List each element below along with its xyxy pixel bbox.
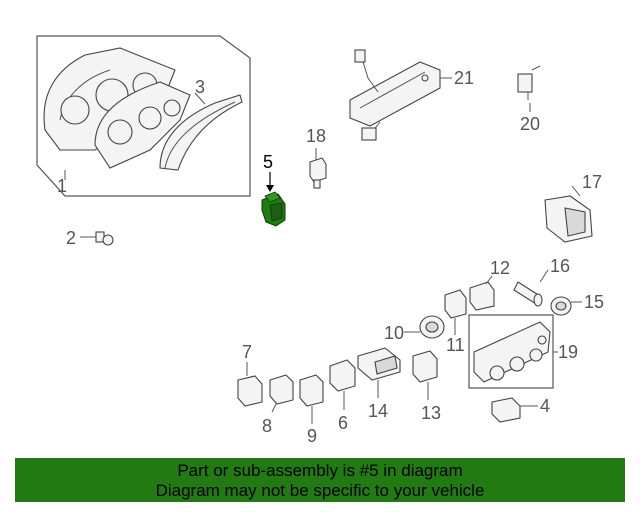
part-20-connector[interactable] [517, 65, 541, 112]
part-8-switch[interactable] [269, 374, 294, 413]
callout-21: 21 [454, 68, 474, 88]
callout-20: 20 [520, 114, 540, 134]
part-11-switch[interactable] [444, 289, 467, 335]
part-4-switch[interactable] [491, 397, 538, 423]
callout-19: 19 [558, 342, 578, 362]
callout-15: 15 [584, 292, 604, 312]
banner-line-1: Part or sub-assembly is #5 in diagram [177, 461, 463, 480]
callout-3: 3 [195, 77, 205, 97]
callout-12: 12 [490, 258, 510, 278]
callout-10: 10 [384, 323, 404, 343]
banner-line-2: Diagram may not be specific to your vehi… [155, 481, 485, 500]
part-15-knob[interactable] [550, 296, 582, 316]
callout-7: 7 [242, 342, 252, 362]
callout-5: 5 [263, 152, 273, 172]
callout-14: 14 [368, 401, 388, 421]
part-21-module[interactable] [349, 49, 452, 141]
info-banner: Part or sub-assembly is #5 in diagram Di… [15, 458, 625, 502]
part-17-switch[interactable] [544, 185, 593, 243]
part-14-switch[interactable] [357, 347, 401, 398]
part-10-knob[interactable] [404, 315, 445, 339]
part-19-control-panel[interactable] [468, 314, 558, 389]
callout-1: 1 [57, 176, 67, 196]
part-16-lighter[interactable] [513, 269, 549, 307]
part-7-switch[interactable] [237, 362, 263, 407]
callout-13: 13 [421, 403, 441, 423]
callout-6: 6 [338, 413, 348, 433]
part-6-switch[interactable] [329, 359, 356, 410]
callout-11: 11 [446, 335, 465, 355]
callout-18: 18 [306, 126, 326, 146]
parts-diagram: 1 3 2 5 18 21 20 [36, 35, 604, 446]
part-1-instrument-cluster[interactable] [36, 35, 251, 197]
part-13-switch[interactable] [412, 350, 438, 400]
callout-9: 9 [307, 426, 317, 446]
part-18-switch[interactable] [309, 148, 327, 189]
part-5-switch-highlighted[interactable] [261, 172, 286, 227]
part-9-switch[interactable] [299, 374, 324, 424]
callout-17: 17 [582, 172, 602, 192]
callout-16: 16 [550, 256, 570, 276]
part-2-screw[interactable] [80, 231, 114, 246]
part-12-switch[interactable] [469, 275, 495, 311]
callout-2: 2 [66, 228, 76, 248]
callout-4: 4 [540, 396, 550, 416]
callout-8: 8 [262, 416, 272, 436]
